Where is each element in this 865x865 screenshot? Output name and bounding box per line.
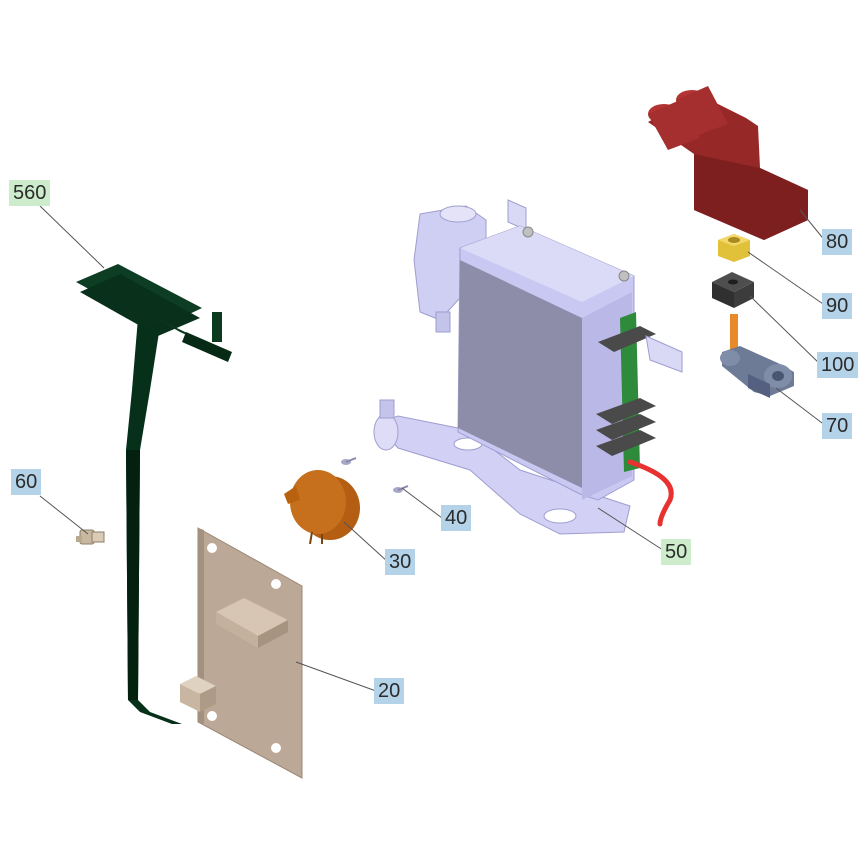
callout-20[interactable]: 20: [374, 678, 405, 704]
terminal-cover-80[interactable]: [648, 86, 808, 240]
mounting-bracket-560[interactable]: [76, 264, 232, 724]
callout-30[interactable]: 30: [385, 549, 416, 575]
callout-70[interactable]: 70: [822, 413, 853, 439]
leader-lines: [39, 205, 827, 692]
callout-90[interactable]: 90: [822, 293, 853, 319]
base-plate-20[interactable]: [180, 527, 303, 779]
callout-560[interactable]: 560: [9, 180, 51, 206]
callout-40[interactable]: 40: [441, 505, 472, 531]
screws-40[interactable]: [341, 457, 409, 493]
relay-assembly-50[interactable]: [373, 199, 683, 535]
callout-100[interactable]: 100: [817, 352, 859, 378]
small-fitting-60[interactable]: [76, 529, 105, 545]
terminal-clamp-70[interactable]: [720, 314, 794, 398]
callout-60[interactable]: 60: [11, 469, 42, 495]
callout-50[interactable]: 50: [661, 539, 692, 565]
buzzer-30[interactable]: [284, 470, 360, 545]
black-block-100[interactable]: [712, 272, 754, 308]
brass-nut-90[interactable]: [718, 234, 750, 262]
callout-80[interactable]: 80: [822, 229, 853, 255]
